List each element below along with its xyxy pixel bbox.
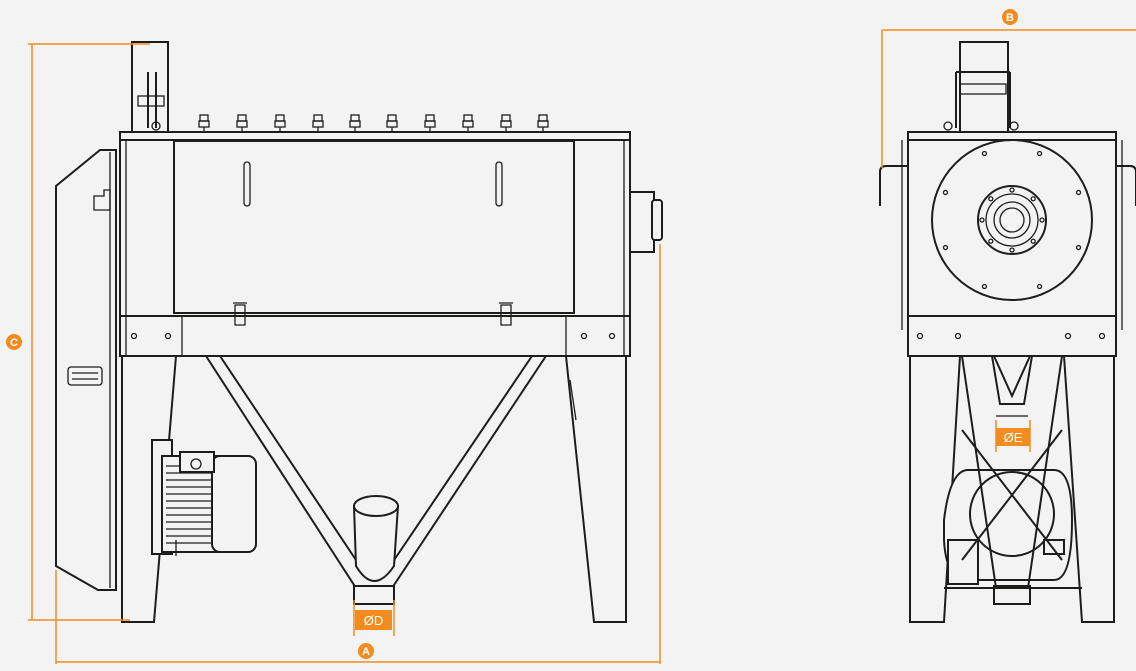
side-view: [879, 41, 1136, 623]
side-top-pipe: [959, 41, 1009, 133]
tag-d-label: ØD: [364, 613, 384, 628]
cover-handle: [67, 366, 103, 386]
outlet-cylinder: [352, 505, 400, 582]
top-bolt: [198, 114, 210, 132]
tag-d: ØD: [355, 610, 392, 630]
front-top-pipe: [131, 41, 169, 133]
dimensions: [28, 29, 1136, 664]
top-bolt: [386, 114, 398, 132]
marker-c: C: [6, 334, 22, 350]
top-bolt: [236, 114, 248, 132]
motor: [151, 439, 257, 556]
front-view: [55, 41, 663, 623]
tag-e: ØE: [996, 428, 1030, 446]
front-side-cover: [55, 149, 117, 591]
front-right-leg: [564, 355, 627, 623]
marker-b-label: B: [1006, 12, 1014, 24]
marker-b: B: [1002, 9, 1018, 25]
top-bolt: [274, 114, 286, 132]
tag-e-label: ØE: [1004, 430, 1023, 445]
marker-c-label: C: [10, 337, 18, 349]
top-bolt: [500, 114, 512, 132]
top-bolt: [349, 114, 361, 132]
marker-a-label: A: [362, 646, 370, 658]
side-right-leg: [1062, 355, 1115, 623]
bearing-housing: [629, 191, 655, 253]
top-bolt: [462, 114, 474, 132]
top-bolt: [312, 114, 324, 132]
side-left-handle: [879, 165, 908, 206]
top-bolt: [424, 114, 436, 132]
marker-a: A: [358, 643, 374, 659]
shaft-hub: [977, 185, 1047, 255]
top-bolt-row: [198, 114, 549, 132]
side-right-handle: [1114, 165, 1136, 206]
front-left-leg: [121, 355, 178, 623]
top-bolt: [537, 114, 549, 132]
inspection-door: [173, 140, 575, 314]
